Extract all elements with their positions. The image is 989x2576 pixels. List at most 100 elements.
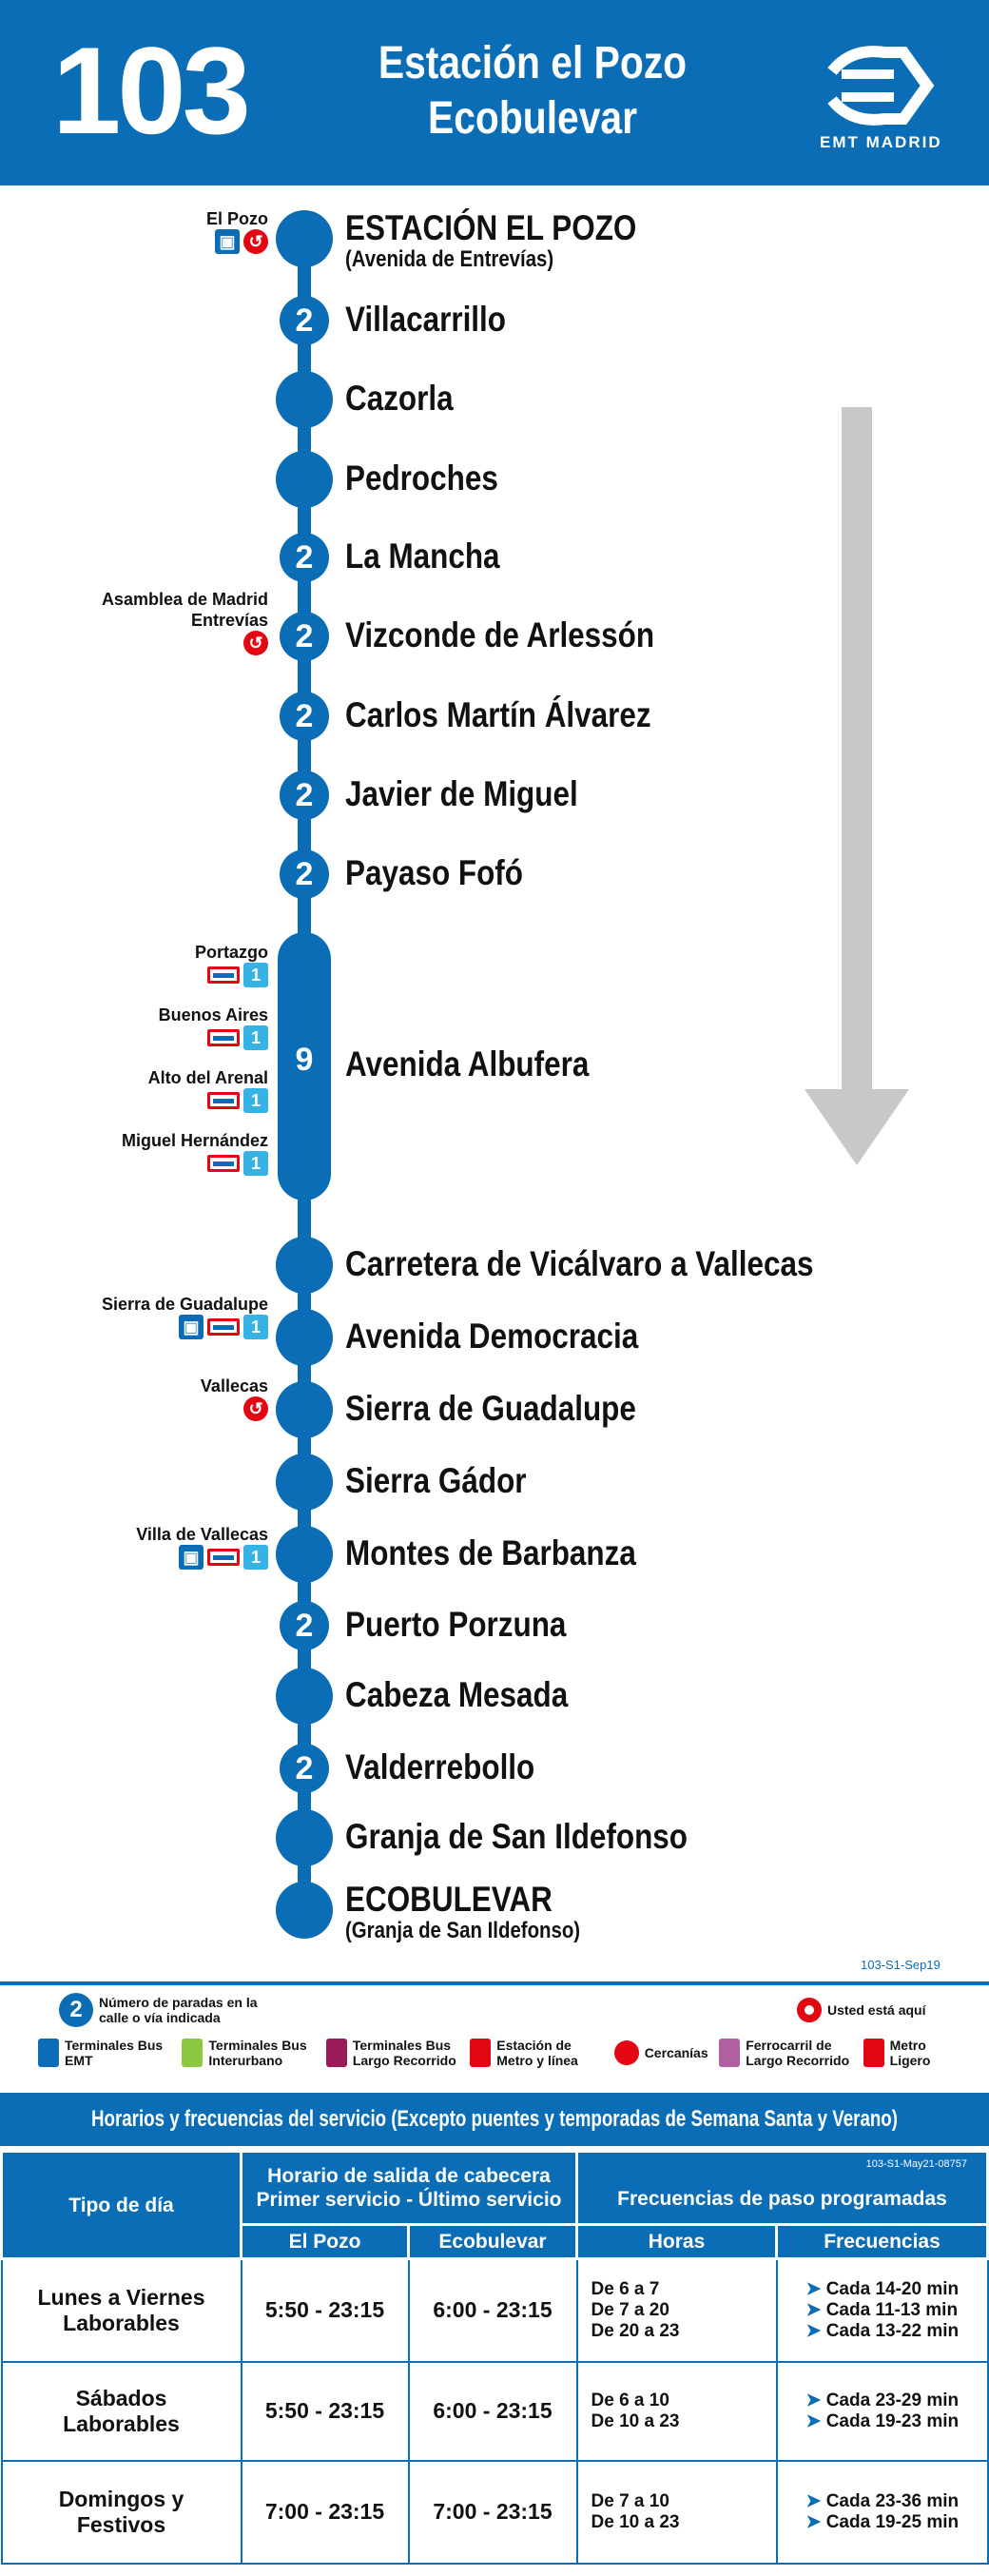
legend-item: Ferrocarril de Largo Recorrido (719, 2038, 851, 2068)
stop-subtitle: (Avenida de Entrevías) (345, 246, 554, 272)
connection-label: Miguel Hernández (121, 1131, 268, 1150)
stop-count-badge: 2 (295, 618, 314, 654)
cercanias-icon: ↺ (243, 229, 268, 254)
stop-name: Montes de Barbanza (345, 1533, 636, 1572)
col-departure: Horario de salida de cabecera Primer ser… (240, 2150, 578, 2226)
stop-marker (276, 1309, 333, 1366)
legend-here: Usted está aquí (797, 1998, 925, 2022)
stop-name: Carlos Martín Álvarez (345, 695, 651, 734)
stop-marker (276, 371, 333, 428)
stop-count-badge: 9 (295, 1042, 314, 1078)
bus-emt-icon: ▣ (179, 1315, 204, 1339)
col-freq-label: Frecuencias de paso programadas (617, 2187, 947, 2210)
legend-item: Estación de Metro y línea (470, 2038, 602, 2068)
emt-logo-icon (827, 46, 935, 126)
metro-icon (207, 1092, 240, 1109)
stop-name: Sierra de Guadalupe (345, 1389, 636, 1428)
metro-icon (470, 2039, 492, 2067)
stop-name: Carretera de Vicálvaro a Vallecas (345, 1244, 814, 1283)
frequency: Cada 23-36 min (806, 2491, 987, 2512)
day-type: Domingos y Festivos (0, 2459, 242, 2565)
stop-marker (276, 1882, 333, 1939)
ferrocarril-icon (719, 2039, 741, 2067)
stop-count-badge: 2 (295, 777, 314, 813)
stop-name: Valderrebollo (345, 1747, 535, 1786)
metro-icon (207, 1549, 240, 1566)
you-are-here-icon (797, 1998, 822, 2022)
hour-range: De 10 a 23 (591, 2511, 680, 2532)
stop-subtitle: (Granja de San Ildefonso) (345, 1918, 581, 1943)
connection-label: Sierra de Guadalupe (101, 1295, 268, 1314)
first-last-to: 7:00 - 23:15 (407, 2459, 578, 2565)
stop-connections: Sierra de Guadalupe▣ 1 (102, 1294, 268, 1339)
connection-label: Villa de Vallecas (136, 1525, 268, 1544)
legend-item: Cercanías (613, 2040, 708, 2065)
legend-item: Terminales Bus Interurbano (182, 2038, 314, 2068)
schedule-table: Tipo de día Horario de salida de cabecer… (0, 2150, 989, 2565)
stop-name: Cazorla (345, 379, 454, 418)
stop-name: Puerto Porzuna (345, 1605, 567, 1644)
metro-line-icon: 1 (243, 963, 268, 987)
stop-count-badge: 2 (295, 856, 314, 892)
freq-cell: Cada 14-20 minCada 11-13 minCada 13-22 m… (775, 2257, 989, 2363)
route-number: 103 (52, 21, 251, 160)
stop-name: Avenida Albufera (345, 1044, 590, 1083)
connection-label: Asamblea de Madrid Entrevías (101, 590, 268, 630)
hour-range: De 7 a 10 (591, 2490, 669, 2511)
stop-marker (276, 1526, 333, 1583)
stop-name: Payaso Fofó (345, 853, 523, 892)
route-destinations: Estación el Pozo Ecobulevar (347, 36, 719, 146)
stop-marker: 2 (285, 776, 323, 814)
metro-line-icon: 1 (243, 1025, 268, 1050)
stop-marker (276, 1809, 333, 1866)
stop-marker (276, 1237, 333, 1294)
frequency: Cada 11-13 min (806, 2300, 987, 2321)
bus-emt-icon: ▣ (215, 229, 240, 254)
stop-marker (276, 210, 333, 267)
stop-connections: Vallecas↺ (201, 1376, 268, 1421)
stop-count-badge: 2 (295, 1750, 314, 1786)
first-last-from: 5:50 - 23:15 (240, 2360, 410, 2462)
stop-name: Avenida Democracia (345, 1317, 639, 1356)
stop-count-badge: 2 (295, 698, 314, 734)
schedule-title-bar: Horarios y frecuencias del servicio (Exc… (0, 2093, 989, 2146)
stop-marker (276, 1381, 333, 1438)
day-type: Lunes a Viernes Laborables (0, 2257, 242, 2363)
frequency: Cada 19-23 min (806, 2411, 987, 2432)
col-frequencies: Frecuencias (775, 2223, 989, 2260)
col-hours: Horas (575, 2223, 778, 2260)
stop-name: ESTACIÓN EL POZO (345, 208, 637, 247)
direction-arrow-head-icon (805, 1089, 909, 1165)
legend-label: Ferrocarril de Largo Recorrido (746, 2038, 850, 2068)
connection-label: Vallecas (200, 1376, 268, 1395)
first-last-from: 7:00 - 23:15 (240, 2459, 410, 2565)
frequency: Cada 19-25 min (806, 2512, 987, 2533)
stop-name: Cabeza Mesada (345, 1675, 569, 1714)
schedule-code: 103-S1-May21-08757 (865, 2158, 967, 2170)
route-header: 103 Estación el Pozo Ecobulevar EMT MADR… (0, 0, 989, 185)
schedule-title: Horarios y frecuencias del servicio (Exc… (91, 2106, 898, 2132)
stop-name: Javier de Miguel (345, 774, 578, 813)
metro-line-icon: 1 (243, 1151, 268, 1176)
frequency: Cada 13-22 min (806, 2321, 987, 2342)
first-last-from: 5:50 - 23:15 (240, 2257, 410, 2363)
direction-arrow-icon (842, 407, 872, 1092)
hour-range: De 10 a 23 (591, 2410, 680, 2431)
hour-range: De 6 a 10 (591, 2390, 669, 2410)
metro-line-1-icon: 1 (243, 1315, 268, 1339)
metro-line-icon: 1 (243, 1088, 268, 1113)
hour-range: De 7 a 20 (591, 2299, 669, 2320)
legend-label: Terminales Bus Largo Recorrido (352, 2038, 456, 2068)
cercanias-icon (613, 2040, 639, 2065)
connection-label: Alto del Arenal (147, 1068, 268, 1087)
col-day: Tipo de día (0, 2150, 242, 2260)
legend-label: Terminales Bus Interurbano (208, 2038, 307, 2068)
stop-marker: 2 (285, 617, 323, 655)
frequency: Cada 23-29 min (806, 2391, 987, 2411)
stop-marker: 2 (285, 302, 323, 340)
stop-marker: 2 (285, 1749, 323, 1787)
stop-marker (276, 1454, 333, 1511)
